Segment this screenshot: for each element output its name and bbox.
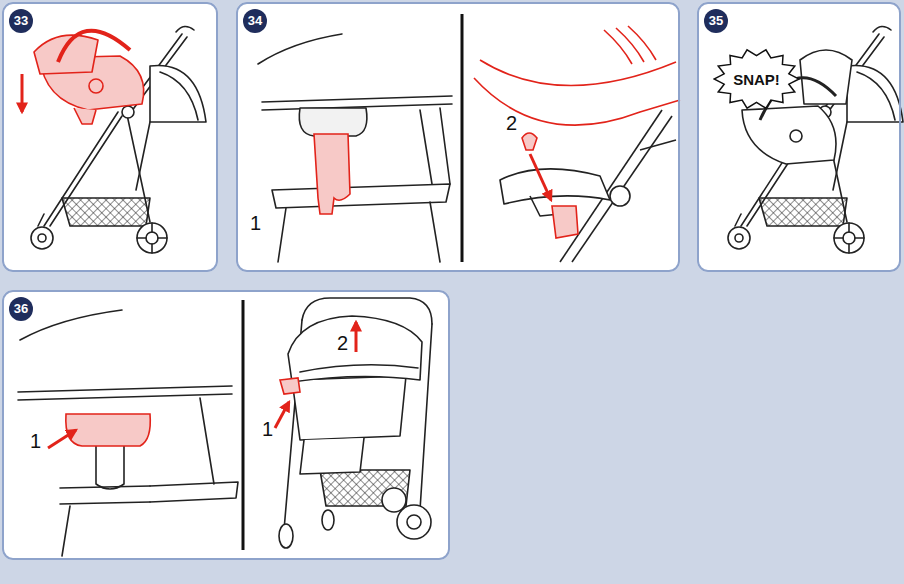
step-panel: 35SNAP! <box>697 2 901 272</box>
callout-number: 1 <box>30 430 41 453</box>
step-panel: 33 <box>2 2 218 272</box>
callout-number: 1 <box>262 418 273 441</box>
step-number: 33 <box>9 9 33 33</box>
step-panel: 34 <box>236 2 680 272</box>
snap-starburst: SNAP! <box>713 48 800 110</box>
step-number: 34 <box>243 9 267 33</box>
callout-number: 1 <box>250 212 261 235</box>
starburst-shape <box>714 50 799 108</box>
step-number: 35 <box>704 9 728 33</box>
callout-number: 2 <box>337 332 348 355</box>
sound-word: SNAP! <box>733 71 780 88</box>
step-number: 36 <box>9 297 33 321</box>
callout-number: 2 <box>506 112 517 135</box>
step-panel: 36 <box>2 290 450 560</box>
